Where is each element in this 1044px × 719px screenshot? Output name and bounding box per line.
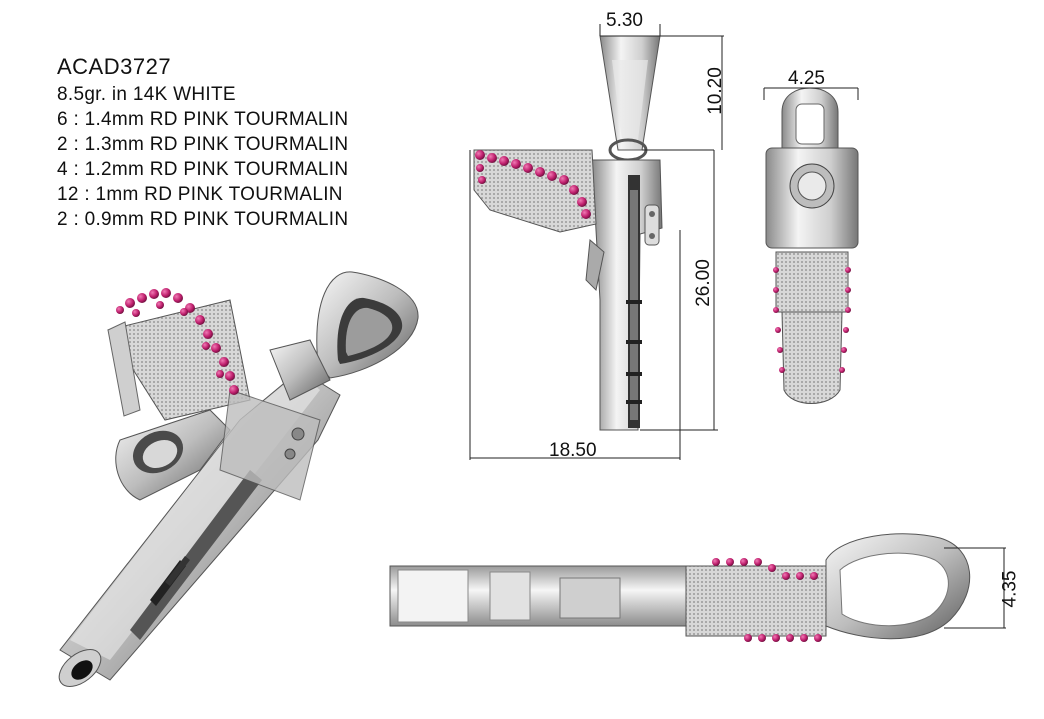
perspective-gems [116, 288, 239, 395]
top-view [389, 533, 1006, 642]
front-view [469, 24, 724, 460]
stone-line-3: 4 : 1.2mm RD PINK TOURMALIN [57, 159, 349, 180]
top-gems [712, 558, 822, 642]
dim-body-height: 26.00 [692, 259, 714, 307]
dim-bail-height: 10.20 [704, 67, 726, 115]
dim-bail-width: 5.30 [606, 10, 643, 31]
stone-line-2: 2 : 1.3mm RD PINK TOURMALIN [57, 134, 349, 155]
dim-side-width: 4.25 [788, 68, 825, 89]
front-gems [475, 150, 591, 219]
side-view [763, 87, 859, 404]
weight-metal-line: 8.5gr. in 14K WHITE [57, 84, 236, 105]
stone-line-4: 12 : 1mm RD PINK TOURMALIN [57, 184, 343, 205]
side-gems [773, 267, 851, 373]
dim-body-width: 18.50 [549, 440, 597, 461]
dim-depth: 4.35 [999, 570, 1021, 608]
stone-line-5: 2 : 0.9mm RD PINK TOURMALIN [57, 209, 349, 230]
stone-line-1: 6 : 1.4mm RD PINK TOURMALIN [57, 109, 349, 130]
product-code: ACAD3727 [57, 54, 172, 79]
spec-block: ACAD3727 8.5gr. in 14K WHITE 6 : 1.4mm R… [57, 52, 348, 232]
perspective-view [58, 271, 419, 687]
front-dim-lines [469, 24, 724, 460]
